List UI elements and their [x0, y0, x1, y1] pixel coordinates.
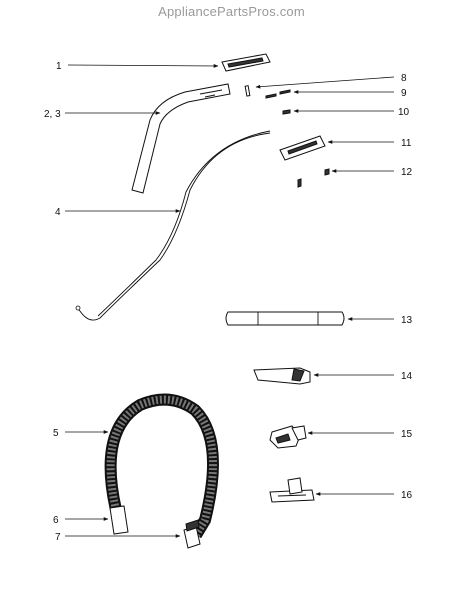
callout-11: 11 [401, 138, 412, 149]
part-12-screw [297, 168, 330, 188]
callout-16: 16 [401, 490, 413, 501]
part-13-straight-wand [225, 311, 345, 326]
callout-15: 15 [401, 429, 413, 440]
callout-6: 6 [53, 515, 59, 526]
part-2-3-wand [131, 83, 231, 194]
watermark-text: AppliancePartsPros.com [158, 4, 305, 19]
callout-7: 7 [55, 532, 61, 543]
part-14-crevice-tool [253, 367, 311, 385]
callout-2-3: 2, 3 [44, 109, 61, 120]
leader-1 [67, 64, 219, 68]
part-4-wire [75, 130, 271, 321]
part-1-tool [221, 53, 271, 72]
part-16-brush [269, 477, 315, 503]
part-5-hose [104, 393, 219, 539]
callout-13: 13 [401, 315, 413, 326]
callout-4: 4 [55, 207, 61, 218]
part-6-cuff [109, 505, 129, 535]
part-7-swivel [183, 519, 201, 549]
callout-10: 10 [398, 107, 410, 118]
callout-9: 9 [401, 88, 407, 99]
callout-12: 12 [401, 167, 413, 178]
part-15-nozzle [269, 425, 307, 449]
part-9-screws [265, 89, 291, 99]
part-8-pin [244, 85, 251, 97]
callout-8: 8 [401, 73, 407, 84]
callout-14: 14 [401, 371, 413, 382]
callout-5: 5 [53, 428, 59, 439]
part-11-bracket [279, 135, 326, 161]
leader-8 [255, 76, 395, 89]
part-10-clip [282, 109, 291, 115]
callout-1: 1 [56, 61, 62, 72]
